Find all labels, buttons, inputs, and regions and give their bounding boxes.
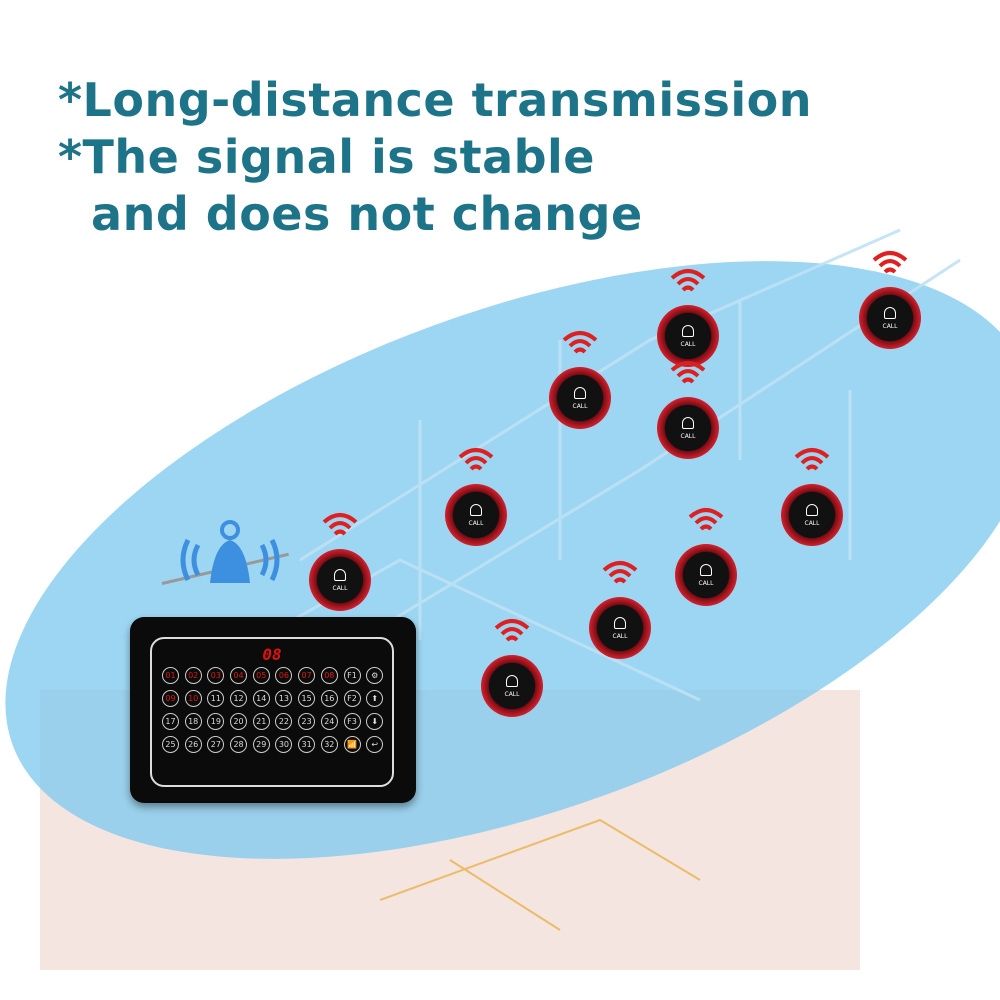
call-button: CALL [481,655,543,717]
receiver-key[interactable]: 29 [252,736,270,753]
wireless-signal-icon [602,561,638,584]
call-button: CALL [309,549,371,611]
call-label: CALL [698,580,714,587]
call-button: CALL [675,544,737,606]
call-button: CALL [549,367,611,429]
wireless-signal-icon [458,448,494,471]
bell-icon [682,325,694,337]
wireless-signal-icon [872,251,908,274]
headline: *Long-distance transmission *The signal … [58,72,812,243]
receiver-key[interactable]: 18 [184,713,202,730]
receiver-key[interactable]: 27 [207,736,225,753]
receiver-key[interactable]: 28 [230,736,248,753]
wireless-signal-icon [670,269,706,292]
receiver-key[interactable]: 14 [252,690,270,707]
receiver-key[interactable]: 06 [275,667,293,684]
bell-icon [700,564,712,576]
wireless-signal-icon [794,448,830,471]
call-label: CALL [504,691,520,698]
receiver-key[interactable]: 04 [230,667,248,684]
receiver-key[interactable]: 26 [184,736,202,753]
wireless-signal-icon [322,513,358,536]
call-label: CALL [680,433,696,440]
call-label: CALL [332,585,348,592]
call-button: CALL [445,484,507,546]
call-label: CALL [572,403,588,410]
receiver-key[interactable]: ⬇ [366,713,384,730]
receiver-key[interactable]: 05 [252,667,270,684]
receiver-key[interactable]: F3 [343,713,361,730]
receiver-key[interactable]: 23 [298,713,316,730]
receiver-key[interactable]: 21 [252,713,270,730]
headline-line-1: *Long-distance transmission [58,73,812,127]
receiver-key[interactable]: 03 [207,667,225,684]
bell-icon [884,307,896,319]
receiver-key[interactable]: 13 [275,690,293,707]
call-button: CALL [589,597,651,659]
receiver-key[interactable]: 07 [298,667,316,684]
bell-icon [682,417,694,429]
call-button: CALL [859,287,921,349]
receiver-key[interactable]: 10 [184,690,202,707]
call-label: CALL [804,520,820,527]
receiver-key[interactable]: 32 [320,736,338,753]
receiver-key[interactable]: 12 [230,690,248,707]
receiver-key[interactable]: 01 [162,667,179,684]
call-label: CALL [882,323,898,330]
receiver-key[interactable]: F1 [343,667,361,684]
receiver-key[interactable]: ⬆ [366,690,384,707]
receiver-key[interactable]: 19 [207,713,225,730]
wireless-signal-icon [562,331,598,354]
call-label: CALL [680,341,696,348]
call-label: CALL [468,520,484,527]
bell-icon [334,569,346,581]
receiver-key[interactable]: 31 [298,736,316,753]
wireless-signal-icon [494,619,530,642]
receiver-key[interactable]: 15 [298,690,316,707]
receiver-key[interactable]: 30 [275,736,293,753]
receiver-key[interactable]: 16 [320,690,338,707]
receiver-key[interactable]: 11 [207,690,225,707]
receiver-display: 08 [262,645,282,664]
call-button: CALL [657,397,719,459]
receiver-key[interactable]: 24 [320,713,338,730]
bell-icon [614,617,626,629]
receiver-key[interactable]: ⚙ [366,667,384,684]
bell-alert-icon [180,520,280,583]
bell-icon [470,504,482,516]
receiver-key[interactable]: 📶 [343,736,361,753]
receiver-key[interactable]: 17 [162,713,179,730]
wireless-signal-icon [670,361,706,384]
receiver-key[interactable]: 08 [320,667,338,684]
bell-icon [574,387,586,399]
call-button: CALL [657,305,719,367]
headline-line-3: and does not change [58,187,643,241]
receiver-key[interactable]: 20 [230,713,248,730]
call-button: CALL [781,484,843,546]
call-label: CALL [612,633,628,640]
bell-icon [506,675,518,687]
receiver-key[interactable]: 22 [275,713,293,730]
receiver-key[interactable]: ↩ [366,736,384,753]
headline-line-2: *The signal is stable [58,130,596,184]
bell-icon [806,504,818,516]
receiver-key[interactable]: 02 [184,667,202,684]
receiver-key[interactable]: F2 [343,690,361,707]
wireless-signal-icon [688,508,724,531]
receiver-key[interactable]: 25 [162,736,179,753]
receiver-key[interactable]: 09 [162,690,179,707]
